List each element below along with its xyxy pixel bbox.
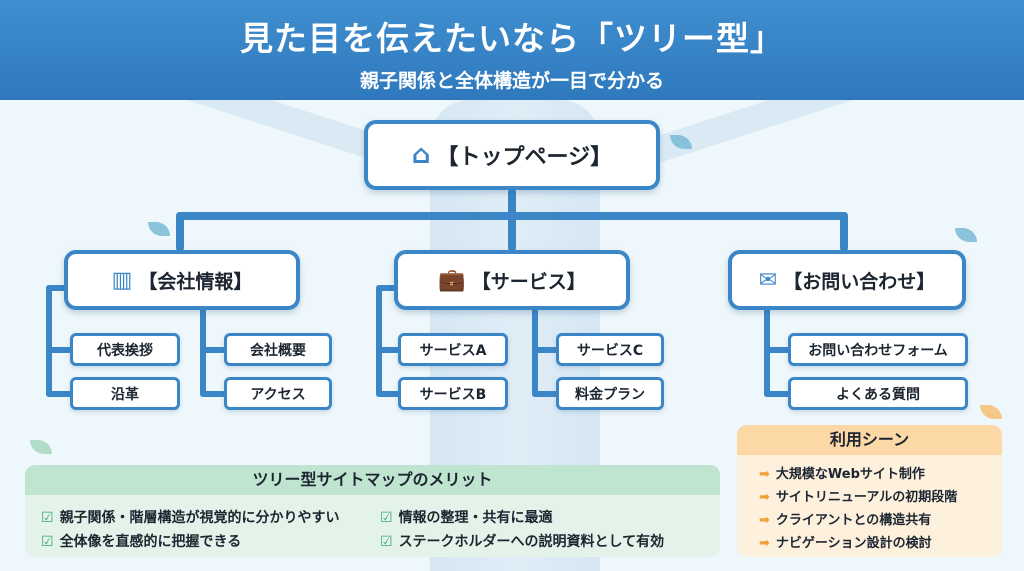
usage-text: クライアントとの構造共有 xyxy=(775,513,932,528)
usage-text: ナビゲーション設計の検討 xyxy=(775,536,932,551)
merit-text: 情報の整理・共有に最適 xyxy=(398,510,553,526)
merit-item: ☑ 全体像を直感的に把握できる xyxy=(41,531,241,551)
connector xyxy=(764,391,790,397)
usage-title: 利用シーン xyxy=(737,425,1002,455)
connector xyxy=(46,391,72,397)
merit-item: ☑ 情報の整理・共有に最適 xyxy=(380,507,553,527)
usage-item: ➡ サイトリニューアルの初期段階 xyxy=(759,486,957,505)
merit-text: 全体像を直感的に把握できる xyxy=(59,534,242,550)
merit-item: ☑ ステークホルダーへの説明資料として有効 xyxy=(380,531,664,551)
leaf-node[interactable]: 料金プラン xyxy=(556,377,664,410)
checkbox-icon: ☑ xyxy=(380,510,393,526)
connector xyxy=(532,391,558,397)
merit-text: ステークホルダーへの説明資料として有効 xyxy=(398,534,665,550)
leaf-icon xyxy=(670,135,692,149)
usage-panel: 利用シーン ➡ 大規模なWebサイト制作 ➡ サイトリニューアルの初期段階 ➡ クライ… xyxy=(737,425,1002,557)
connector xyxy=(840,212,848,252)
connector xyxy=(46,285,68,291)
home-icon: ⌂ xyxy=(411,140,431,170)
arrow-right-icon: ➡ xyxy=(759,490,770,505)
merit-item: ☑ 親子関係・階層構造が視覚的に分かりやすい xyxy=(41,507,340,527)
building-icon: ▥ xyxy=(111,267,133,293)
usage-item: ➡ ナビゲーション設計の検討 xyxy=(759,532,932,551)
connector xyxy=(176,212,184,252)
connector xyxy=(200,391,226,397)
connector xyxy=(764,347,790,353)
node-contact[interactable]: ✉ 【お問い合わせ】 xyxy=(728,250,966,310)
connector xyxy=(376,285,382,397)
mail-icon: ✉ xyxy=(758,267,778,293)
arrow-right-icon: ➡ xyxy=(759,513,770,528)
merit-text: 親子関係・階層構造が視覚的に分かりやすい xyxy=(59,510,340,526)
connector xyxy=(376,285,398,291)
connector xyxy=(376,391,400,397)
leaf-node[interactable]: サービスC xyxy=(556,333,664,366)
node-top-page[interactable]: ⌂ 【トップページ】 xyxy=(364,120,660,190)
merits-panel: ツリー型サイトマップのメリット ☑ 親子関係・階層構造が視覚的に分かりやすい ☑ 全… xyxy=(25,465,720,557)
leaf-node[interactable]: 会社概要 xyxy=(224,333,332,366)
leaf-node[interactable]: よくある質問 xyxy=(788,377,968,410)
checkbox-icon: ☑ xyxy=(380,534,393,550)
connector xyxy=(46,285,52,397)
usage-text: 大規模なWebサイト制作 xyxy=(775,467,925,482)
connector xyxy=(376,347,400,353)
header: 見た目を伝えたいなら「ツリー型」 親子関係と全体構造が一目で分かる xyxy=(0,0,1024,100)
node-label: 【お問い合わせ】 xyxy=(783,270,936,293)
connector xyxy=(508,188,516,218)
connector xyxy=(200,347,226,353)
leaf-node[interactable]: アクセス xyxy=(224,377,332,410)
usage-item: ➡ クライアントとの構造共有 xyxy=(759,509,931,528)
page-title: 見た目を伝えたいなら「ツリー型」 xyxy=(240,19,784,58)
merits-title: ツリー型サイトマップのメリット xyxy=(25,465,720,495)
page-subtitle: 親子関係と全体構造が一目で分かる xyxy=(359,70,664,92)
leaf-icon xyxy=(30,440,52,454)
arrow-right-icon: ➡ xyxy=(759,467,770,482)
arrow-right-icon: ➡ xyxy=(759,536,770,551)
leaf-icon xyxy=(148,222,170,236)
checkbox-icon: ☑ xyxy=(41,534,54,550)
usage-text: サイトリニューアルの初期段階 xyxy=(775,490,958,505)
connector xyxy=(508,212,516,252)
node-label: 【会社情報】 xyxy=(138,270,253,293)
usage-item: ➡ 大規模なWebサイト制作 xyxy=(759,463,925,482)
leaf-node[interactable]: 代表挨拶 xyxy=(70,333,180,366)
leaf-node[interactable]: お問い合わせフォーム xyxy=(788,333,968,366)
briefcase-icon: 💼 xyxy=(438,267,466,293)
leaf-icon xyxy=(980,405,1002,419)
leaf-node[interactable]: サービスB xyxy=(398,377,508,410)
node-company-info[interactable]: ▥ 【会社情報】 xyxy=(64,250,300,310)
leaf-icon xyxy=(955,228,977,242)
node-label: 【サービス】 xyxy=(471,270,586,293)
node-label: 【トップページ】 xyxy=(436,145,613,170)
connector xyxy=(532,347,558,353)
node-services[interactable]: 💼 【サービス】 xyxy=(394,250,630,310)
leaf-node[interactable]: 沿革 xyxy=(70,377,180,410)
connector xyxy=(46,347,72,353)
checkbox-icon: ☑ xyxy=(41,510,54,526)
leaf-node[interactable]: サービスA xyxy=(398,333,508,366)
